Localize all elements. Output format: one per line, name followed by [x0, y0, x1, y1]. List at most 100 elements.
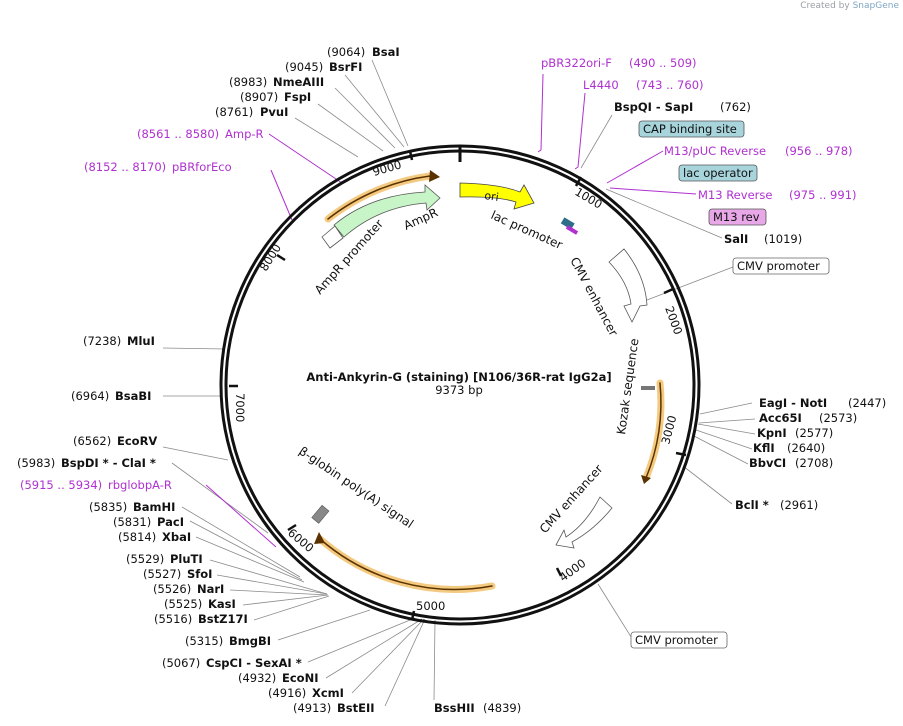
primer-label: (8152 .. 8170)pBRforEco — [84, 160, 232, 174]
svg-text:BmgBI: BmgBI — [229, 634, 271, 648]
site-label: (8761)PvuI — [215, 105, 288, 119]
boxed-feature-lac-operator: lac operator — [678, 164, 758, 182]
svg-text:BssHII: BssHII — [434, 701, 475, 715]
svg-text:XcmI: XcmI — [312, 686, 344, 700]
svg-text:(2708): (2708) — [795, 456, 833, 470]
svg-text:L4440: L4440 — [583, 78, 619, 92]
site-label: SalI (1019) — [724, 232, 802, 246]
tick-marks — [229, 146, 687, 621]
svg-text:(8983): (8983) — [229, 75, 267, 89]
svg-text:BbvCI: BbvCI — [749, 456, 786, 470]
arrow-head-ampr — [429, 170, 440, 182]
tick-label-7000: 7000 — [233, 393, 247, 422]
svg-text:(2573): (2573) — [819, 411, 857, 425]
site-label: KflI(2640) — [753, 441, 825, 455]
svg-text:(4913): (4913) — [293, 701, 331, 715]
svg-text:BspQI - SapI: BspQI - SapI — [614, 100, 693, 114]
boxed-feature-cmv-promoter-top: CMV promoter — [732, 257, 830, 275]
svg-text:(5814): (5814) — [118, 530, 156, 544]
arrow-head-cmv — [641, 475, 651, 484]
svg-text:pBRforEco: pBRforEco — [172, 160, 232, 174]
site-label: (5835)BamHI — [89, 500, 175, 514]
site-label: (5983)BspDI * - ClaI * — [17, 456, 156, 470]
svg-text:MluI: MluI — [127, 334, 155, 348]
svg-text:KasI: KasI — [208, 597, 236, 611]
svg-text:(5527): (5527) — [143, 567, 181, 581]
svg-text:(5525): (5525) — [164, 597, 202, 611]
site-label: EagI - NotI (2447) — [759, 396, 886, 410]
primer-label: (8561 .. 8580) Amp-R — [137, 127, 264, 141]
feature-label-cmv-enhancer-top: CMV enhancer — [567, 255, 620, 339]
svg-text:(490 .. 509): (490 .. 509) — [629, 56, 697, 70]
svg-text:FspI: FspI — [284, 90, 311, 104]
svg-text:PacI: PacI — [157, 515, 184, 529]
plasmid-size: 9373 bp — [435, 383, 483, 397]
svg-text:(2447): (2447) — [848, 396, 886, 410]
site-label: (5831) PacI — [113, 515, 184, 529]
svg-text:BspDI * - ClaI *: BspDI * - ClaI * — [61, 456, 156, 470]
svg-text:(8561 .. 8580): (8561 .. 8580) — [137, 127, 219, 141]
site-label: (5529)PluTI — [126, 552, 203, 566]
svg-text:XbaI: XbaI — [162, 530, 191, 544]
svg-text:(5067): (5067) — [162, 656, 200, 670]
site-leader-lines — [162, 59, 756, 707]
svg-text:Acc65I: Acc65I — [759, 411, 802, 425]
svg-text:PluTI: PluTI — [170, 552, 203, 566]
site-label: (5525) KasI — [164, 597, 236, 611]
svg-text:(5915 .. 5934): (5915 .. 5934) — [20, 478, 102, 492]
site-label: (8983)NmeAIII — [229, 75, 324, 89]
svg-text:PvuI: PvuI — [260, 105, 288, 119]
svg-text:(743 .. 760): (743 .. 760) — [636, 78, 704, 92]
feature-label-ori: ori — [484, 189, 500, 204]
svg-text:lac operator: lac operator — [683, 166, 753, 180]
svg-text:pBR322ori-F: pBR322ori-F — [541, 56, 612, 70]
feature-ampr-promoter — [321, 225, 344, 249]
primer-label: pBR322ori-F (490 .. 509) — [541, 56, 697, 70]
svg-text:(5835): (5835) — [89, 500, 127, 514]
credit-brand: SnapGene — [852, 1, 899, 11]
feature-label-ampr: AmpR — [402, 205, 440, 232]
feature-arc-cmv — [645, 382, 662, 479]
svg-text:EcoNI: EcoNI — [282, 671, 318, 685]
site-label: (8907) FspI — [240, 90, 311, 104]
svg-text:SalI: SalI — [724, 232, 748, 246]
snapgene-credit: Created by SnapGene — [800, 1, 899, 11]
site-label: (9045)BsrFI — [285, 60, 362, 74]
site-label: (9064)BsaI — [327, 45, 400, 59]
svg-text:(6964): (6964) — [71, 389, 109, 403]
svg-text:(1019): (1019) — [764, 232, 802, 246]
feature-cmv-enhancer-bottom — [555, 496, 613, 549]
feature-cmv-enhancer-top — [608, 248, 648, 323]
feature-globin-block — [311, 504, 330, 524]
feature-arc-globin — [319, 538, 493, 591]
site-label: (6562)EcoRV — [73, 434, 157, 448]
svg-text:BsrFI: BsrFI — [329, 60, 362, 74]
tick-label-4000: 4000 — [557, 556, 589, 585]
site-label: (5067)CspCI - SexAI * — [162, 656, 302, 670]
svg-text:BstZ17I: BstZ17I — [198, 612, 248, 626]
svg-text:EagI - NotI: EagI - NotI — [759, 396, 827, 410]
site-label: BspQI - SapI (762) — [614, 100, 751, 114]
svg-text:(5526): (5526) — [153, 582, 191, 596]
svg-text:(5831): (5831) — [113, 515, 151, 529]
site-label: (5814) XbaI — [118, 530, 191, 544]
site-label: (4913) BstEII — [293, 701, 375, 715]
svg-text:(2961): (2961) — [780, 498, 818, 512]
svg-text:(762): (762) — [720, 100, 751, 114]
primer-label: L4440 (743 .. 760) — [583, 78, 704, 92]
svg-text:M13 Reverse: M13 Reverse — [698, 188, 772, 202]
svg-text:rbglobpA-R: rbglobpA-R — [108, 478, 172, 492]
tick-label-5000: 5000 — [416, 599, 445, 613]
svg-text:(4916): (4916) — [268, 686, 306, 700]
svg-text:(8907): (8907) — [240, 90, 278, 104]
svg-text:(6562): (6562) — [73, 434, 111, 448]
site-label: (7238)MluI — [83, 334, 155, 348]
svg-text:(975 .. 991): (975 .. 991) — [789, 188, 857, 202]
svg-text:BstEII: BstEII — [337, 701, 375, 715]
svg-text:SfoI: SfoI — [187, 567, 212, 581]
svg-text:BsaI: BsaI — [372, 45, 400, 59]
svg-text:(956 .. 978): (956 .. 978) — [785, 144, 853, 158]
site-label: (5315)BmgBI — [185, 634, 271, 648]
svg-text:Amp-R: Amp-R — [225, 127, 264, 141]
